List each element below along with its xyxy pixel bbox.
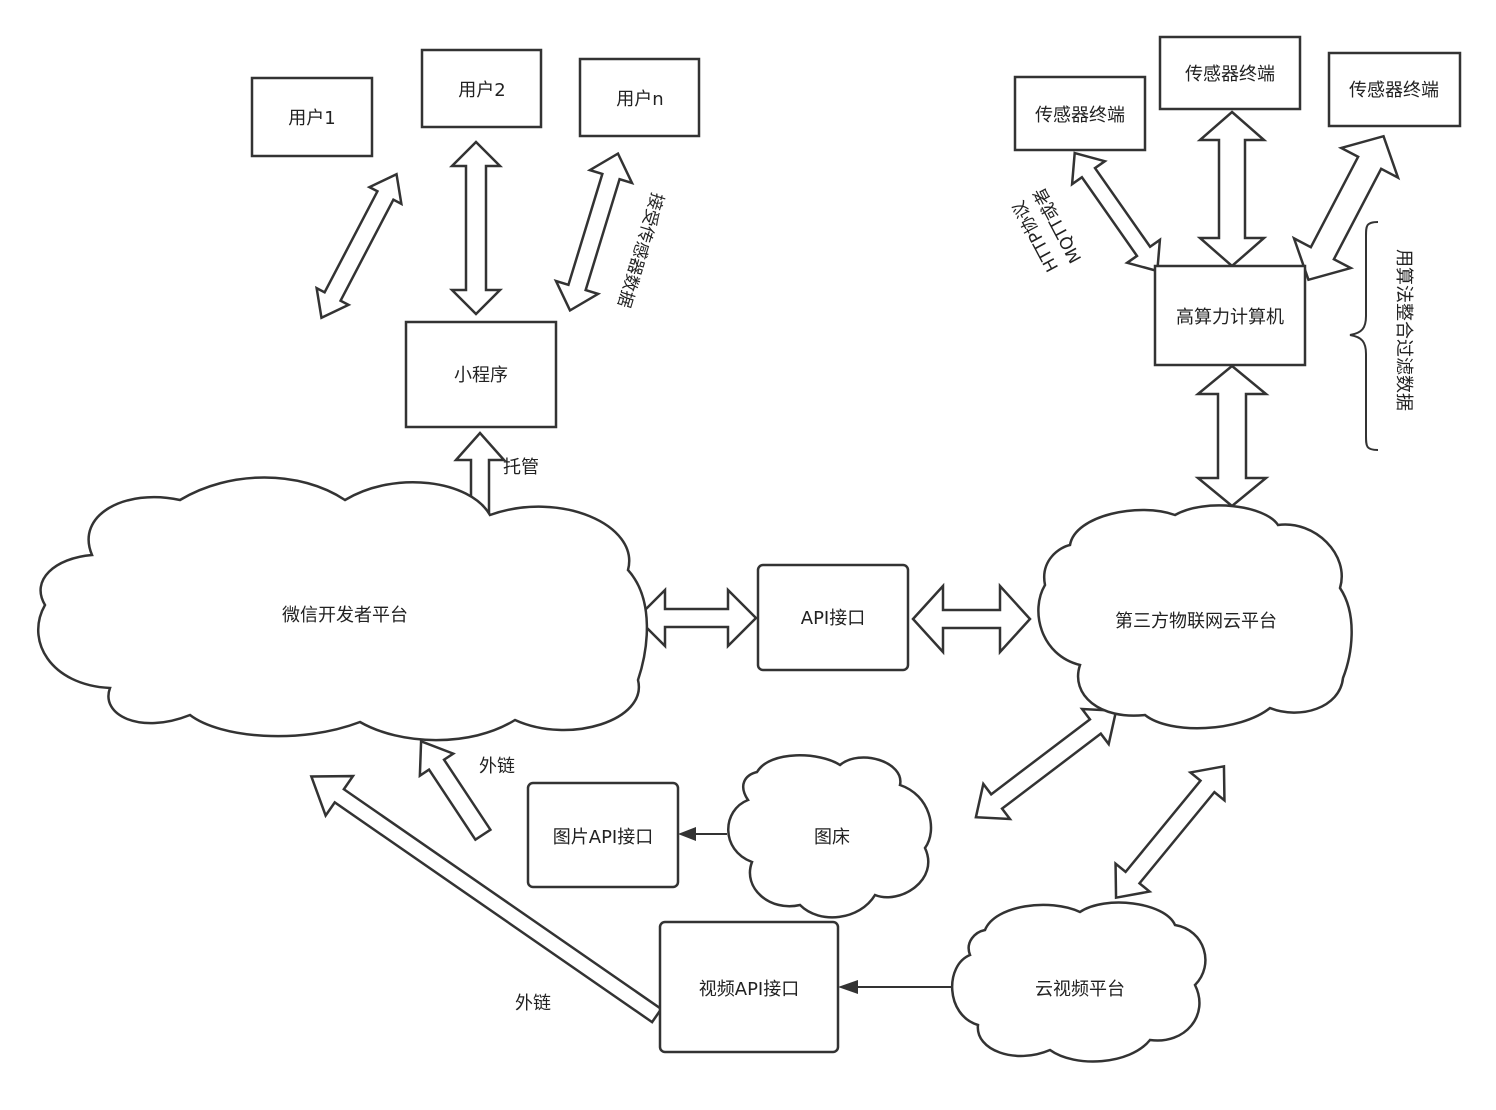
sensor-right-box [1327,51,1462,128]
image-api-box [526,781,680,889]
compute-label: 高算力计算机 [1176,307,1284,328]
usern-box [578,57,701,138]
wechat-platform-cloud [36,476,649,742]
api-interface-box [756,563,910,672]
external-link-label-1: 外链 [479,756,515,777]
arrow-iotcloud-cloudvideo [1114,764,1226,900]
video-api-box [658,920,840,1054]
arrow-hosting [453,431,507,525]
video-api-label: 视频API接口 [699,979,799,1000]
user1-label: 用户1 [288,108,335,129]
arrow-wechat-api [635,586,758,650]
sensor-right-label: 传感器终端 [1349,80,1439,101]
usern-label: 用户n [616,89,663,110]
sensor-center-box [1158,35,1302,111]
user1-box [250,76,374,158]
arrow-compute-iotcloud [1194,364,1270,508]
image-api-label: 图片API接口 [553,827,653,848]
iot-cloud-platform-cloud [1037,504,1353,730]
image-host-label: 图床 [814,827,850,848]
arrow-imagehost-imageapi [678,827,727,841]
arrow-imageapi-wechat [418,739,493,842]
iot-cloud-label: 第三方物联网云平台 [1115,611,1277,632]
algorithm-label: 用算法整合过滤数据 [1393,249,1414,411]
arrow-videoapi-wechat [309,774,663,1024]
sensor-left-box [1013,75,1147,152]
user2-box [420,48,543,129]
arrow-sensorright-compute [1291,134,1401,282]
sensor-left-label: 传感器终端 [1035,105,1125,126]
hosting-label: 托管 [503,457,539,478]
api-interface-label: API接口 [801,608,865,629]
sensor-center-label: 传感器终端 [1185,64,1275,85]
arrow-usern-miniprogram [553,151,635,313]
mini-program-label: 小程序 [454,365,508,386]
receive-sensor-data-label: 接受传感器数据 [613,190,667,310]
cloud-video-label: 云视频平台 [1035,979,1125,1000]
wechat-platform-label: 微信开发者平台 [282,605,408,626]
arrow-iotcloud-imagehost [974,707,1118,821]
arrow-user1-miniprogram [315,172,403,320]
arrow-user2-miniprogram [448,140,504,316]
external-link-label-2: 外链 [515,993,551,1014]
user2-label: 用户2 [458,80,505,101]
cloud-video-platform-cloud [950,901,1207,1063]
arrow-cloudvideo-videoapi [838,980,952,994]
arrow-api-iotcloud [911,582,1032,656]
compute-box [1153,264,1307,367]
image-host-cloud [727,754,933,919]
algorithm-brace [1349,221,1379,451]
arrow-sensorcenter-compute [1196,110,1268,268]
mini-program-box [404,320,558,429]
